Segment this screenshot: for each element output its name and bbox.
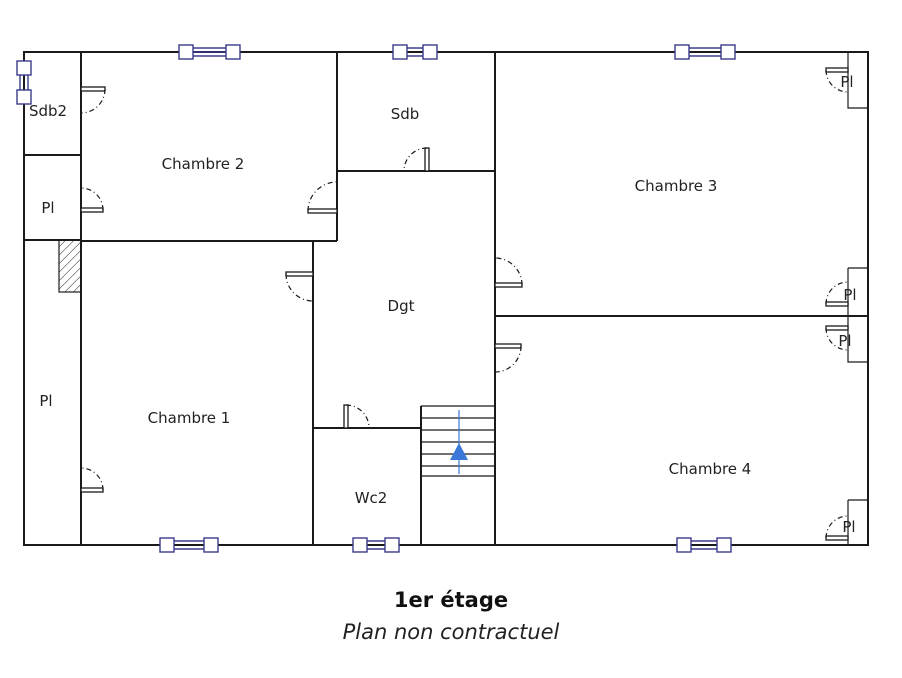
door-wc2 xyxy=(343,404,370,429)
plan-title: 1er étage xyxy=(393,588,509,612)
outer-walls xyxy=(23,51,869,546)
window-sdb xyxy=(392,44,438,60)
label-chambre1: Chambre 1 xyxy=(148,409,231,427)
floor-plan: Sdb2 Chambre 2 Sdb Chambre 3 Pl Pl Dgt C… xyxy=(16,44,869,553)
staircase xyxy=(421,405,495,477)
door-chambre2 xyxy=(307,181,338,214)
windows xyxy=(16,44,736,553)
room-labels: Sdb2 Chambre 2 Sdb Chambre 3 Pl Pl Dgt C… xyxy=(29,73,857,536)
label-wc2: Wc2 xyxy=(355,489,388,507)
door-pl-right-1 xyxy=(825,67,849,93)
label-sdb: Sdb xyxy=(391,105,420,123)
label-chambre3: Chambre 3 xyxy=(635,177,718,195)
structural-column xyxy=(58,239,82,293)
door-chambre3 xyxy=(494,257,523,288)
label-chambre2: Chambre 2 xyxy=(162,155,245,173)
door-sdb xyxy=(403,147,430,172)
door-pl-right-2 xyxy=(825,281,849,307)
stair-up-arrow-icon xyxy=(450,443,468,460)
label-pl-left-small: Pl xyxy=(41,199,54,217)
label-pl-right-3: Pl xyxy=(838,332,851,350)
door-sdb2 xyxy=(80,86,106,114)
door-chambre1 xyxy=(285,271,314,302)
label-pl-right-1: Pl xyxy=(840,73,853,91)
label-pl-right-2: Pl xyxy=(843,286,856,304)
door-pl-right-4 xyxy=(825,515,849,541)
window-wc2 xyxy=(352,537,400,553)
label-chambre4: Chambre 4 xyxy=(669,460,752,478)
doors xyxy=(80,67,849,541)
label-pl-left-big: Pl xyxy=(39,392,52,410)
label-sdb2: Sdb2 xyxy=(29,102,67,120)
plan-subtitle: Plan non contractuel xyxy=(342,620,560,644)
door-pl-small xyxy=(80,187,104,213)
door-pl-right-3 xyxy=(825,325,849,351)
door-chambre4 xyxy=(494,343,522,373)
label-pl-right-4: Pl xyxy=(842,518,855,536)
window-sdb2 xyxy=(16,60,32,105)
window-chambre1 xyxy=(159,537,219,553)
door-pl-big xyxy=(80,467,104,493)
label-dgt: Dgt xyxy=(388,297,415,315)
window-chambre4 xyxy=(676,537,732,553)
window-chambre2 xyxy=(178,44,241,60)
window-chambre3 xyxy=(674,44,736,60)
